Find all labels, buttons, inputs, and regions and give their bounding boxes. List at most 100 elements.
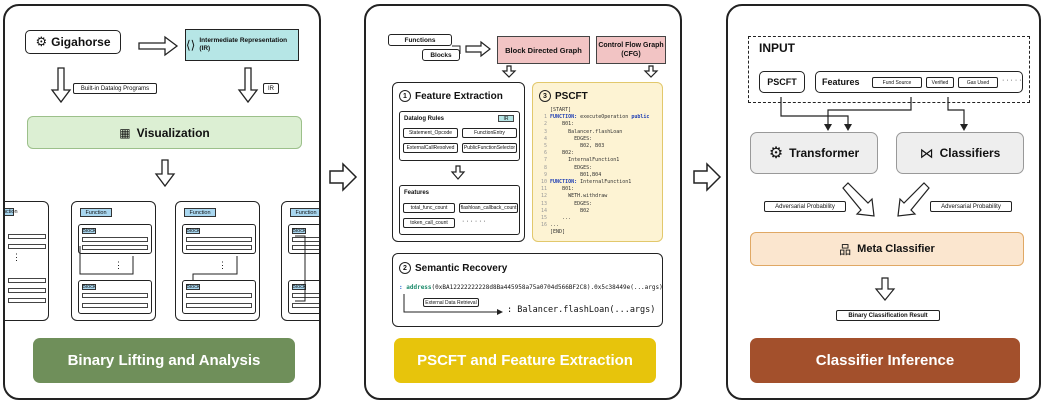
panel3-arrows [780,97,968,301]
features-input-title: Features [822,77,860,87]
binary-result-box: Binary Classification Result [836,310,940,321]
panel1-arrows [50,35,306,302]
ir-tag: IR [498,115,514,122]
visualization-label: Visualization [136,125,210,140]
step-number: 1 [399,90,411,102]
hierarchy-icon: 品 [839,242,852,257]
code-line: 8 EDGES: [541,164,593,171]
function-tag: Function [184,208,216,217]
code-line: 9 B01,B04 [541,171,602,178]
input-title: INPUT [759,41,795,55]
code-line: 12 WETH.withdraw [541,193,608,200]
gear-icon: ⚙ [35,34,48,49]
ir-box: ⟨⟩ Intermediate Representation (IR) [185,29,299,61]
external-data-retrieval: External Data Retrieval [423,298,479,307]
feature-item: total_func_count [403,203,455,213]
pscft-title: PSCFT [555,90,588,102]
function-card-1: Function ⋮ [5,201,49,321]
code-line: 2 B01: [541,121,575,128]
block-tag: Block [186,228,200,234]
function-card-2: Function Block ⋮ Block [71,201,156,321]
function-tag: Function [5,208,18,216]
functions-box: Functions [388,34,452,46]
step-number: 3 [539,90,551,102]
feature-input-item: Verified [926,77,954,88]
panel-classifier: INPUT PSCFT Features Fund Source Verifie… [726,4,1041,400]
step-number: 2 [399,262,411,274]
code-line: 7 InternalFunction1 [541,157,620,164]
classifiers-label: Classifiers [939,146,1001,160]
cfg-box: Control Flow Graph (CFG) [596,36,666,64]
function-card-3: Function Block ⋮ Block [175,201,260,321]
features-box: Features total_func_count flashloan_call… [399,185,520,235]
code-line: 16 ... [541,222,560,229]
code-line: 15 ... [541,215,572,221]
code-line: 3 Balancer.flashLoan [541,128,623,135]
feature-item: flashloan_callback_count [459,203,518,213]
feature-input-ellipsis: · · · · · [1002,77,1022,84]
banner-binary-lifting: Binary Lifting and Analysis [33,338,295,383]
feature-item: token_call_count [403,218,455,228]
feature-input-item: Gas Used [958,77,998,88]
code-line: 4 EDGES: [541,135,593,142]
network-icon: ⋈ [919,144,934,161]
code-icon: ⟨⟩ [186,38,196,52]
semantic-result: : Balancer.flashLoan(...args) [507,305,656,315]
block-tag: Block [292,228,306,234]
features-title: Features [404,190,430,196]
classifiers-box: ⋈ Classifiers [896,132,1024,174]
dashboard-icon: ▦ [119,125,131,140]
meta-classifier-box: 品 Meta Classifier [750,232,1024,266]
feature-ellipsis: · · · · · · [462,218,486,225]
gigahorse-label: Gigahorse [51,35,111,49]
features-input-box: Features Fund Source Verified Gas Used ·… [815,71,1023,93]
ir-label: Intermediate Representation (IR) [199,37,288,52]
block-tag: Block [186,284,200,290]
feature-extraction-box: 1 Feature Extraction Datalog Rules IR St… [392,82,525,242]
transformer-box: ⚙ Transformer [750,132,878,174]
datalog-rules-box: Datalog Rules IR Statement_Opcode Functi… [399,111,520,161]
input-group: INPUT PSCFT Features Fund Source Verifie… [748,36,1030,103]
code-line: 11 B01: [541,186,575,193]
function-tag: Function [290,208,319,217]
code-line: 13 EDGES: [541,200,593,207]
visualization-box: ▦ Visualization [27,116,302,149]
bdg-box: Block Directed Graph [497,36,590,64]
panel-binary-lifting: ⚙ Gigahorse ⟨⟩ Intermediate Representati… [3,4,321,400]
gigahorse-box: ⚙ Gigahorse [25,30,121,54]
block-tag: Block [82,284,96,290]
blocks-box: Blocks [422,49,460,61]
feature-input-item: Fund Source [872,77,922,88]
code-line: [START] [550,107,572,113]
pscft-input-box: PSCFT [759,71,805,93]
code-line: [END] [550,229,566,236]
semantic-recovery-title: Semantic Recovery [415,262,508,274]
panel2-arrows [450,40,659,180]
block-tag: Block [82,228,96,234]
banner-classifier: Classifier Inference [750,338,1020,383]
transformer-label: Transformer [789,146,860,160]
pscft-code: [START] 1 FUNCTION: executeOperation pub… [533,107,664,239]
function-tag: Function [80,208,112,217]
ir-edge-label: IR [263,83,279,94]
code-line: 1 FUNCTION: executeOperation public [541,114,650,121]
address-keyword: address [406,284,432,291]
rule-item: FunctionEntry [462,128,517,138]
code-line: 14 B02 [541,207,590,214]
rule-item: PublicFunctionSelector [462,143,517,153]
code-line: 5 B02, B03 [541,143,605,149]
datalog-rules-title: Datalog Rules [404,116,445,122]
brain-chip-icon: ⚙ [768,145,784,162]
adv-prob-right: Adversarial Probability [930,201,1012,212]
code-line: 10 FUNCTION: InternalFunction1 [541,179,632,185]
builtin-datalog-label: Built-in Datalog Programs [73,83,157,94]
code-line: 6 B02: [541,150,575,157]
feature-extraction-title: Feature Extraction [415,90,503,102]
banner-pscft: PSCFT and Feature Extraction [394,338,656,383]
adv-prob-left: Adversarial Probability [764,201,846,212]
panel-pscft: Functions Blocks Block Directed Graph Co… [364,4,682,400]
rule-item: Statement_Opcode [403,128,458,138]
pscft-box: 3 PSCFT [START] 1 FUNCTION: executeOpera… [532,82,663,242]
semantic-recovery-box: 2 Semantic Recovery : address(0xBA122222… [392,253,663,327]
